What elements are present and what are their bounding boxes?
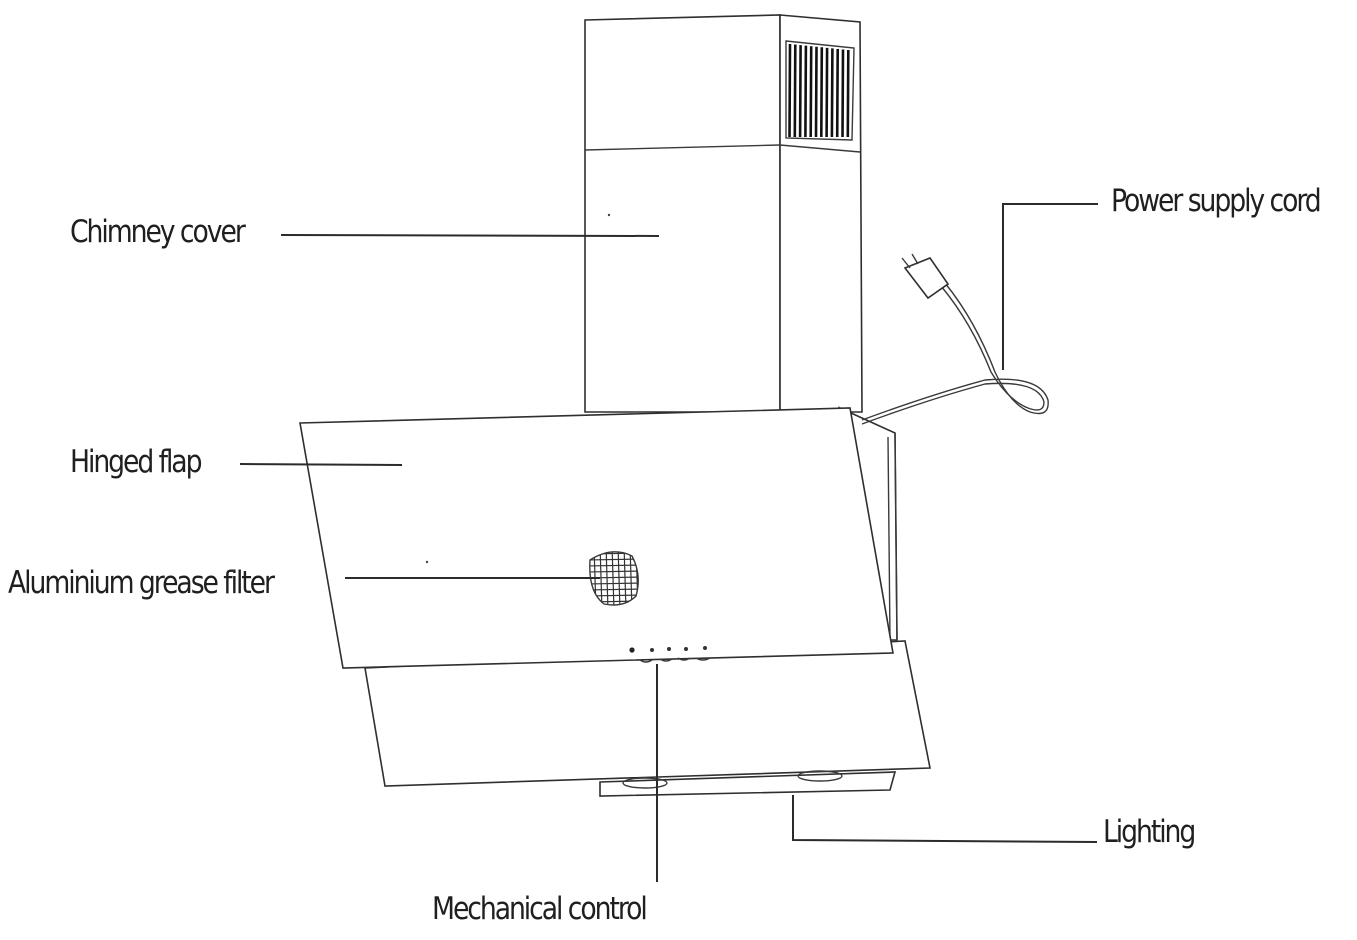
- lower-panel: [364, 640, 931, 797]
- vent-slat: [825, 47, 829, 138]
- label-power-supply-cord: Power supply cord: [1111, 183, 1322, 219]
- vent-slat: [820, 47, 824, 138]
- vent-slat: [830, 48, 834, 138]
- filter-mesh-line: [589, 582, 639, 585]
- leader-power-cord: [1002, 203, 1098, 370]
- label-mechanical-control: Mechanical control: [432, 891, 648, 927]
- leader-lines: [239, 203, 1098, 882]
- filter-mesh-line: [623, 551, 627, 605]
- filter-mesh-line: [589, 588, 639, 591]
- vent-slat: [788, 43, 792, 138]
- vent-slat: [798, 45, 802, 138]
- leader-chimney-cover: [280, 234, 660, 237]
- vent-slat: [793, 44, 797, 138]
- vent-slat: [841, 49, 845, 138]
- filter-mesh-line: [629, 551, 633, 605]
- label-hinged-flap: Hinged flap: [70, 444, 202, 480]
- control-buttons: [629, 646, 711, 663]
- vent-slat: [809, 46, 813, 138]
- leader-hinged-flap: [239, 463, 403, 466]
- leader-lighting: [792, 795, 1098, 843]
- vent-grille: [785, 40, 855, 141]
- label-chimney-cover: Chimney cover: [70, 214, 246, 250]
- vent-slat: [846, 50, 850, 138]
- filter-mesh-line: [589, 570, 639, 573]
- vent-slat: [804, 45, 808, 138]
- label-aluminium-grease-filter: Aluminium grease filter: [8, 565, 275, 601]
- vent-slat: [835, 48, 839, 138]
- vent-slat: [814, 46, 818, 138]
- power-supply-cord-icon: [861, 253, 1049, 425]
- label-lighting: Lighting: [1103, 814, 1196, 850]
- hinged-flap: [299, 407, 894, 669]
- filter-mesh-line: [589, 564, 639, 567]
